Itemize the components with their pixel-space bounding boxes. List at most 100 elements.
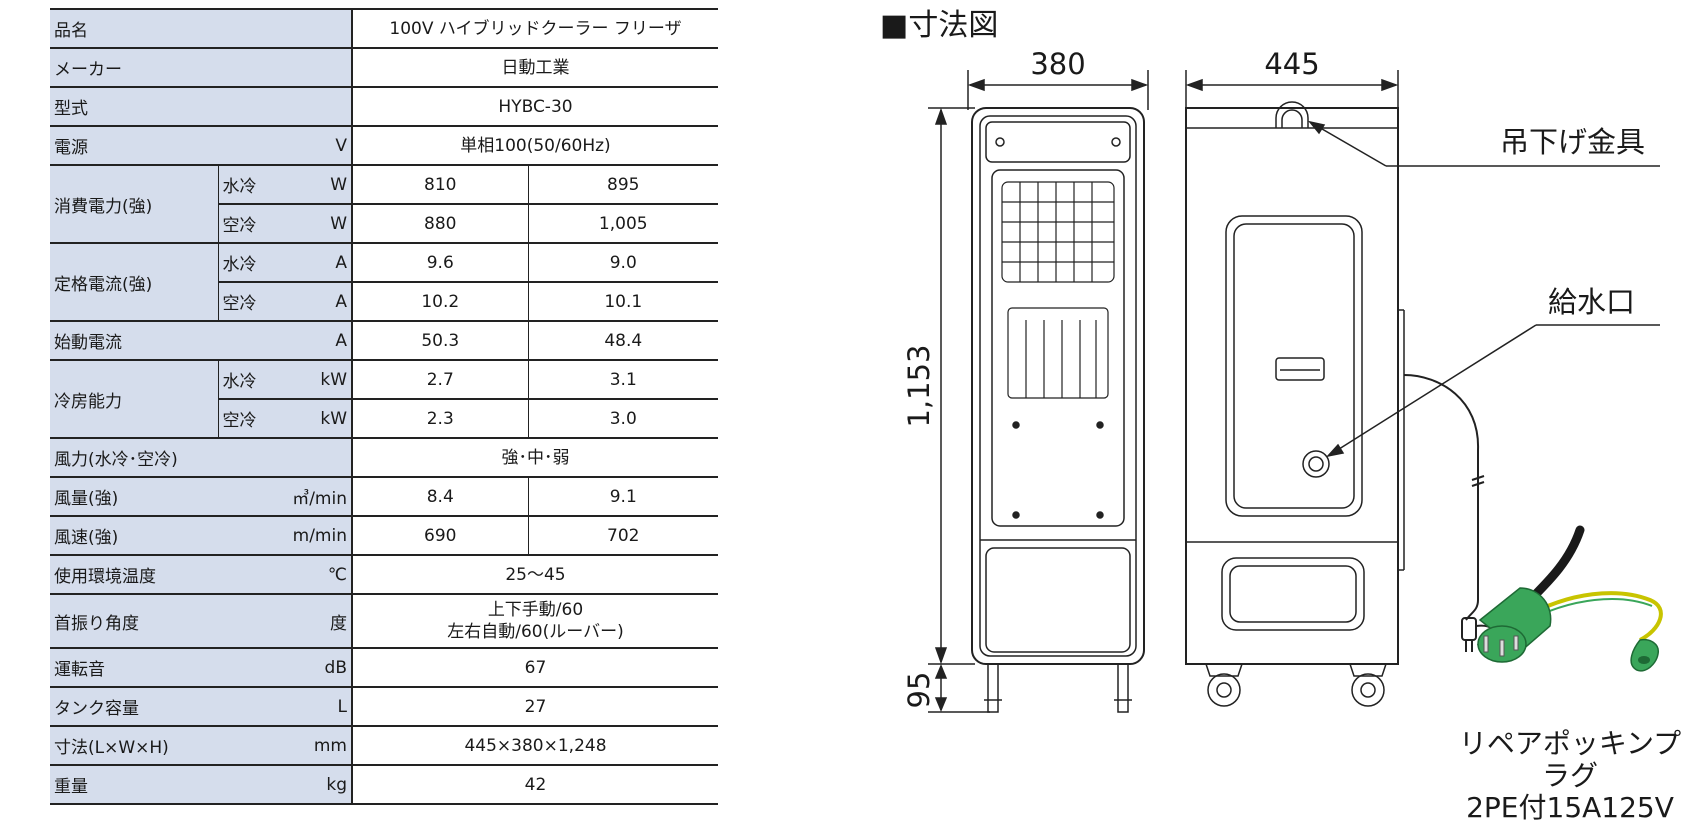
spec-label: 運転音 — [50, 648, 282, 688]
table-row: メーカー 日動工業 — [50, 48, 718, 88]
plug-caption: リペアポッキンプラグ 2PE付15A125V — [1450, 728, 1690, 824]
spec-label: 冷房能力 — [50, 360, 219, 439]
spec-value: 単相100(50/60Hz) — [351, 126, 718, 166]
table-row: タンク容量 L 27 — [50, 687, 718, 727]
front-casters — [984, 663, 1132, 713]
spec-label: 電源 — [50, 126, 282, 166]
spec-value-50hz: 50.3 — [351, 321, 528, 361]
spec-unit: A — [282, 243, 353, 283]
spec-value-60hz: 9.1 — [527, 477, 718, 517]
spec-value-60hz: 3.1 — [527, 360, 718, 400]
spec-value: 強･中･弱 — [351, 438, 718, 478]
spec-value: 100V ハイブリッドクーラー フリーザ — [351, 8, 718, 49]
spec-value: 42 — [351, 765, 718, 805]
spec-label: 寸法(L×W×H) — [50, 726, 282, 766]
table-row: 消費電力(強) 水冷 W 810 895 — [50, 165, 718, 244]
table-row: 品名 100V ハイブリッドクーラー フリーザ — [50, 8, 718, 49]
spec-label: 始動電流 — [50, 321, 282, 361]
hanging-hook — [1275, 101, 1309, 128]
spec-unit: A — [282, 282, 353, 322]
width-dimension-line — [967, 70, 1149, 110]
table-row: 首振り角度 度 上下手動/60 左右自動/60(ルーバー) — [50, 594, 718, 649]
spec-mode: 水冷 — [218, 360, 282, 400]
table-row: 冷房能力 水冷 kW 2.7 3.1 — [50, 360, 718, 439]
spec-unit: kg — [282, 765, 353, 805]
spec-value-50hz: 880 — [351, 204, 528, 244]
spec-value: 27 — [351, 687, 718, 727]
spec-value: 上下手動/60 左右自動/60(ルーバー) — [351, 594, 718, 649]
table-row: 風速(強) m/min 690 702 — [50, 516, 718, 556]
spec-unit — [282, 8, 353, 49]
spec-value-line: 上下手動/60 — [487, 600, 584, 620]
spec-label: 消費電力(強) — [50, 165, 219, 244]
spec-unit: ℃ — [282, 555, 353, 595]
spec-unit: kW — [282, 399, 353, 439]
side-view — [1185, 101, 1498, 707]
caster-height-label: 95 — [902, 672, 936, 709]
spec-mode: 空冷 — [218, 282, 282, 322]
plug-caption-line: リペアポッキンプラグ — [1458, 727, 1682, 792]
hook-callout-leader — [1308, 120, 1660, 167]
plug-illustration — [1477, 525, 1663, 672]
power-cord — [1403, 374, 1498, 652]
spec-unit — [282, 87, 353, 127]
spec-value-50hz: 9.6 — [351, 243, 528, 283]
spec-label: 重量 — [50, 765, 282, 805]
spec-value-60hz: 9.0 — [527, 243, 718, 283]
spec-value: HYBC-30 — [351, 87, 718, 127]
spec-label: 品名 — [50, 8, 282, 49]
spec-value-line: 左右自動/60(ルーバー) — [447, 622, 624, 642]
table-row: 重量 kg 42 — [50, 765, 718, 805]
spec-label: 定格電流(強) — [50, 243, 219, 322]
height-label: 1,153 — [902, 344, 936, 427]
spec-value-50hz: 810 — [351, 165, 528, 205]
spec-label: メーカー — [50, 48, 282, 88]
table-row: 風量(強) ㎥/min 8.4 9.1 — [50, 477, 718, 517]
spec-label: 型式 — [50, 87, 282, 127]
spec-unit: L — [282, 687, 353, 727]
table-row: 空冷 A 10.2 10.1 — [50, 282, 718, 322]
spec-unit: ㎥/min — [282, 477, 353, 517]
spec-mode: 水冷 — [218, 243, 282, 283]
spec-unit: mm — [282, 726, 353, 766]
height-dimension-line — [928, 107, 975, 665]
spec-unit: W — [282, 165, 353, 205]
water-inlet-callout-leader — [1325, 324, 1660, 458]
spec-unit: V — [282, 126, 353, 166]
table-row: 風力(水冷･空冷) 強･中･弱 — [50, 438, 718, 478]
side-handle — [1275, 357, 1325, 381]
spec-value-60hz: 895 — [527, 165, 718, 205]
caster-dimension-line — [928, 664, 990, 713]
table-row: 型式 HYBC-30 — [50, 87, 718, 127]
spec-value-60hz: 702 — [527, 516, 718, 556]
spec-value: 25～45 — [351, 555, 718, 595]
spec-value-50hz: 8.4 — [351, 477, 528, 517]
spec-unit — [282, 438, 353, 478]
spec-label: タンク容量 — [50, 687, 282, 727]
spec-label: 首振り角度 — [50, 594, 282, 649]
dimensions-title: ■寸法図 — [880, 8, 999, 43]
spec-label: 風速(強) — [50, 516, 282, 556]
spec-label: 使用環境温度 — [50, 555, 282, 595]
depth-label: 445 — [1264, 47, 1319, 81]
table-row: 空冷 W 880 1,005 — [50, 204, 718, 244]
side-casters — [1205, 663, 1387, 707]
table-row: 電源 V 単相100(50/60Hz) — [50, 126, 718, 166]
spec-value-50hz: 2.7 — [351, 360, 528, 400]
spec-value-60hz: 10.1 — [527, 282, 718, 322]
table-row: 寸法(L×W×H) mm 445×380×1,248 — [50, 726, 718, 766]
spec-value-60hz: 48.4 — [527, 321, 718, 361]
width-label: 380 — [1030, 47, 1085, 81]
table-row: 空冷 kW 2.3 3.0 — [50, 399, 718, 439]
spec-unit: 度 — [282, 594, 353, 649]
spec-table: 品名 100V ハイブリッドクーラー フリーザ メーカー 日動工業 型式 HYB… — [50, 8, 718, 805]
hook-callout-label: 吊下げ金具 — [1500, 125, 1645, 159]
spec-value-50hz: 10.2 — [351, 282, 528, 322]
spec-unit: dB — [282, 648, 353, 688]
water-inlet — [1302, 450, 1330, 478]
spec-value-60hz: 1,005 — [527, 204, 718, 244]
spec-unit — [282, 48, 353, 88]
table-row: 使用環境温度 ℃ 25～45 — [50, 555, 718, 595]
spec-mode: 水冷 — [218, 165, 282, 205]
spec-value-50hz: 690 — [351, 516, 528, 556]
